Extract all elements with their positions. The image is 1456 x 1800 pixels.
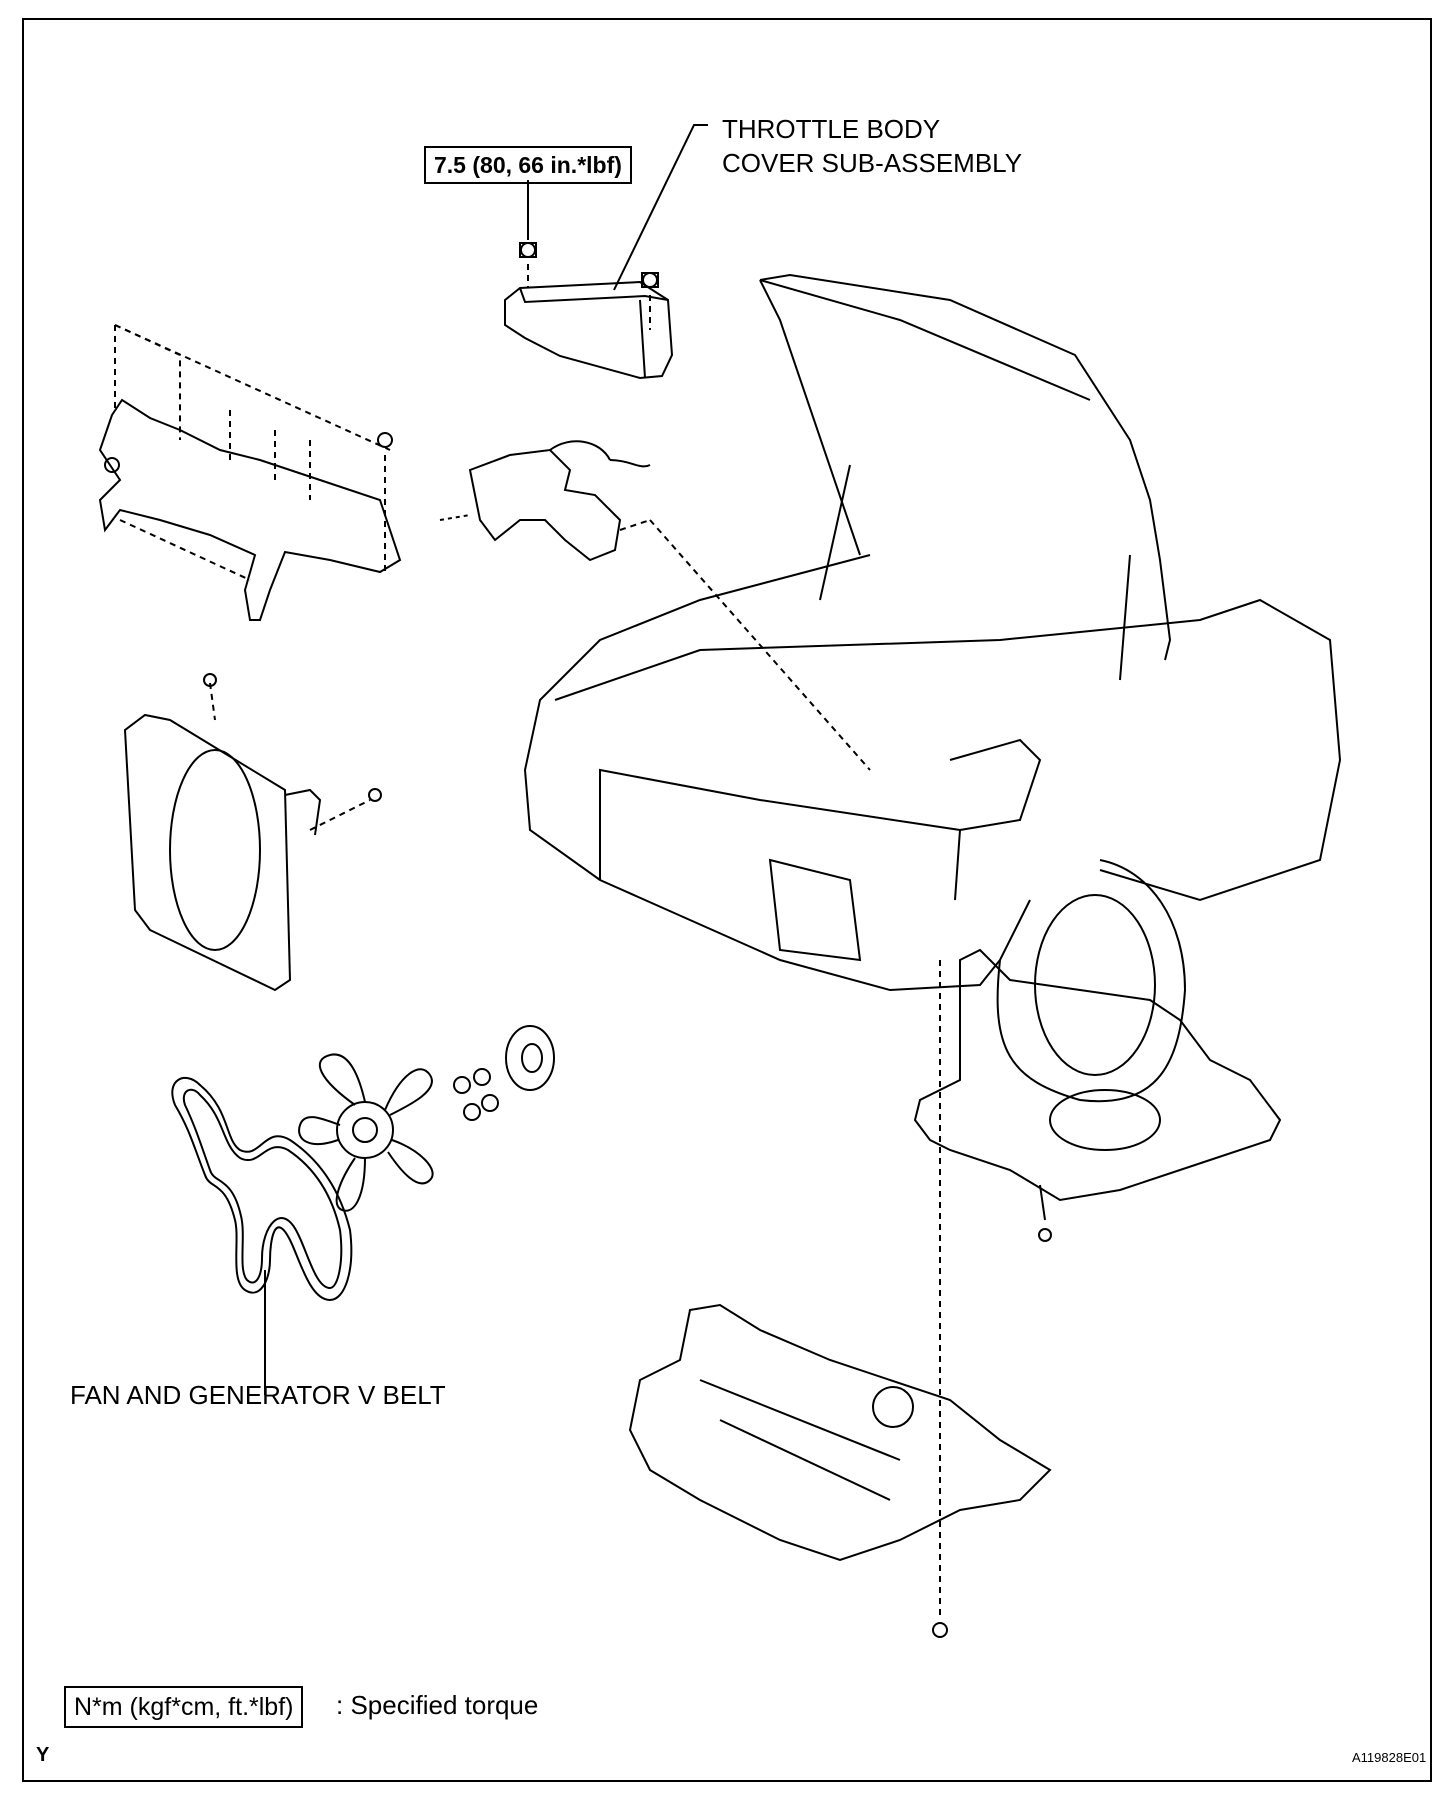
throttle-body-cover: [504, 280, 674, 380]
vehicle-body: [523, 273, 1342, 1103]
fan-generator-v-belt: [171, 1076, 353, 1395]
engine-under-cover-front: [628, 960, 1052, 1638]
fan-pulley: [505, 1025, 555, 1091]
throttle-body-label-line1: THROTTLE BODY: [722, 114, 941, 144]
fan-clutch-nuts: [453, 1068, 499, 1121]
fan-shroud: [123, 673, 382, 992]
air-intake-duct: [439, 440, 871, 771]
figure-id: A119828E01: [1352, 1750, 1427, 1765]
corner-tag: Y: [36, 1744, 50, 1766]
throttle-body-label-line2: COVER SUB-ASSEMBLY: [722, 148, 1023, 178]
cooling-fan: [298, 1053, 434, 1212]
v-belt-label: FAN AND GENERATOR V BELT: [70, 1380, 446, 1410]
legend-torque-units-box: N*m (kgf*cm, ft.*lbf): [64, 1686, 304, 1728]
cover-nut-1: [519, 242, 537, 258]
legend-description: : Specified torque: [336, 1690, 539, 1720]
throttle-cover-leader: [613, 124, 708, 291]
radiator-support-bracket: [98, 324, 402, 621]
cover-nut-2: [641, 272, 659, 288]
torque-spec-box: 7.5 (80, 66 in.*lbf): [424, 146, 632, 184]
engine-under-cover-rear: [913, 948, 1282, 1242]
diagram-frame: [22, 18, 1432, 1782]
